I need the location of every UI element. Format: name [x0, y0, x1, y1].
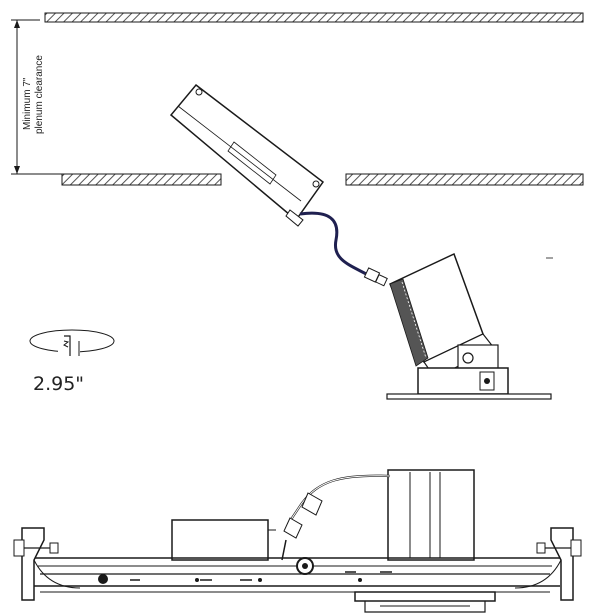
clearance-label-line2: plenum clearance	[34, 55, 45, 134]
dimension-label: 2.95"	[33, 373, 84, 395]
side-view-assembly	[13, 469, 582, 613]
driver-box	[169, 83, 325, 227]
light-fixture-head	[389, 252, 499, 379]
trim-housing	[386, 367, 552, 400]
cable-connector	[363, 267, 388, 287]
plenum-clearance-dimension	[11, 19, 62, 175]
ceiling-panel-right	[345, 173, 584, 186]
rotation-icon	[29, 329, 115, 356]
power-cable	[299, 211, 371, 278]
ceiling-panel-left	[61, 173, 222, 186]
clearance-label-line1: Minimum 7"	[22, 77, 33, 130]
upper-ceiling-joist	[44, 12, 584, 23]
